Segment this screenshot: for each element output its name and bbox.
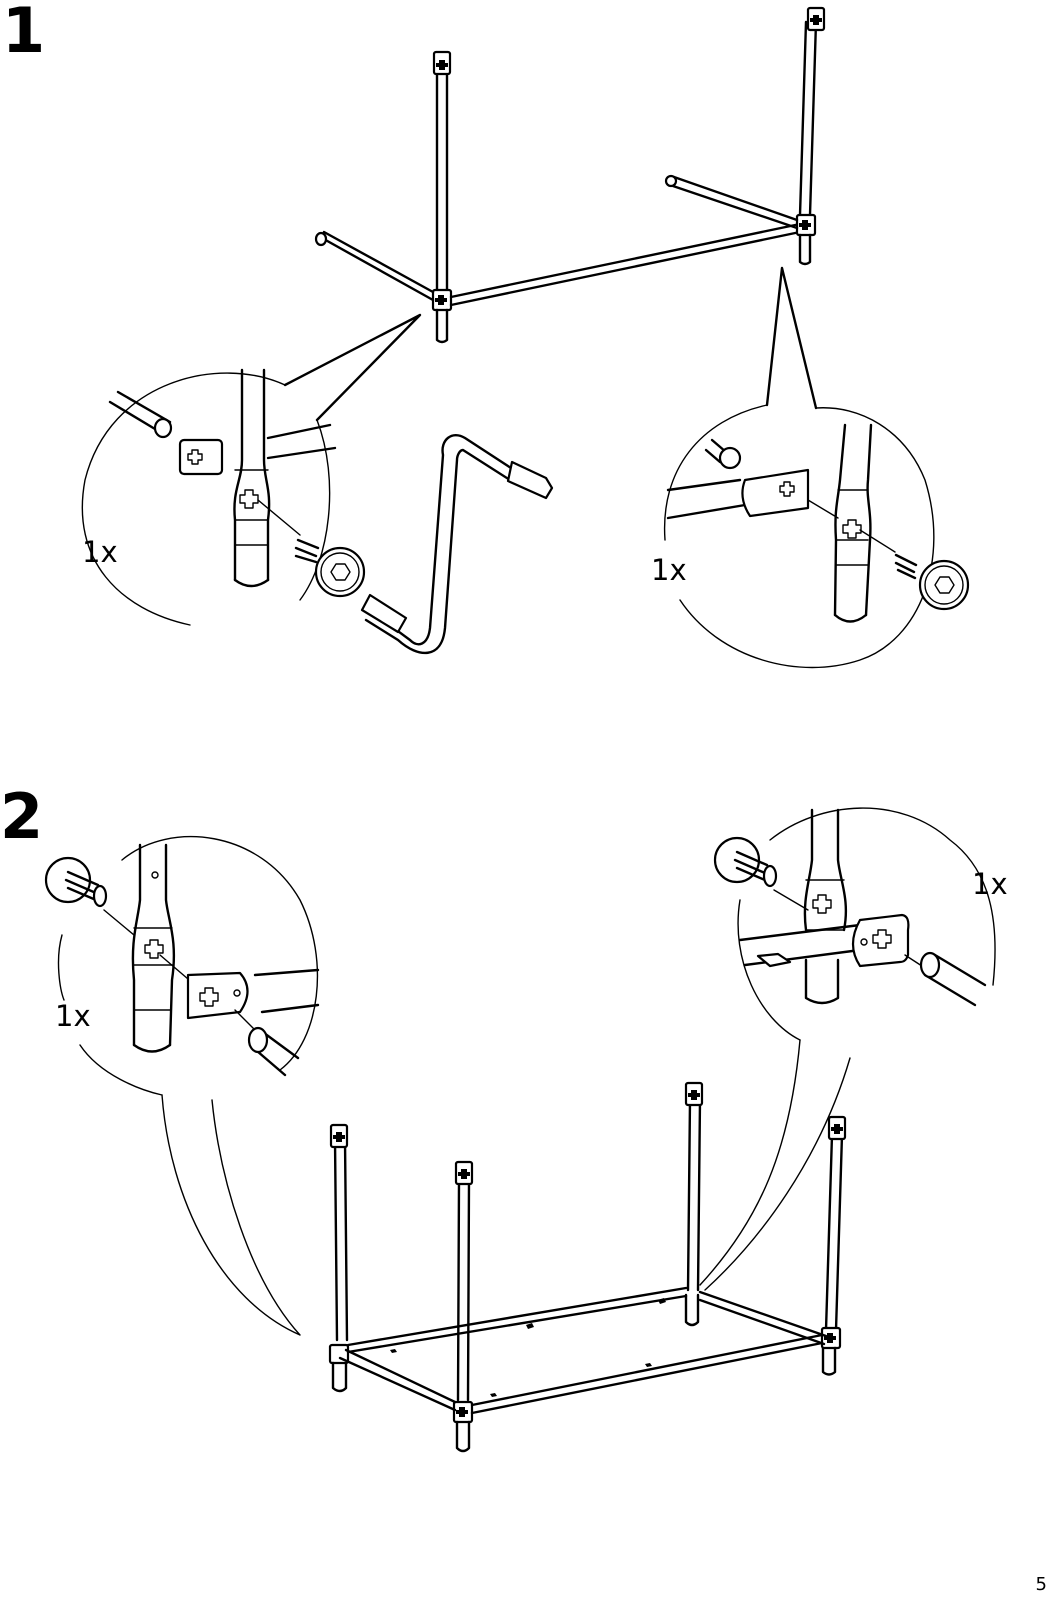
step-1-callout-left xyxy=(82,315,420,625)
step-2-callout-left xyxy=(46,837,318,1335)
allen-key-icon xyxy=(362,435,552,653)
step-2-frame-illustration xyxy=(330,1083,845,1451)
step-1-callout-right xyxy=(665,268,968,668)
step-2-callout-right xyxy=(700,808,995,1290)
step-1-frame-illustration xyxy=(316,8,824,342)
